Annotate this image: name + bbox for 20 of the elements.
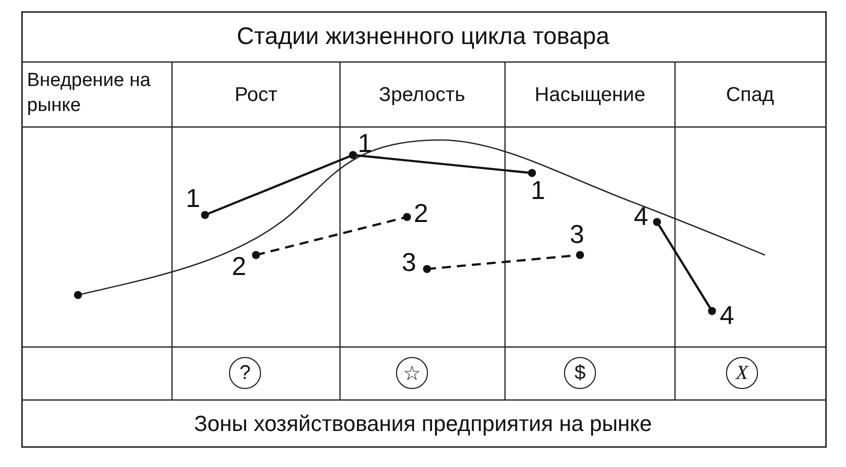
stage-header: Насыщение xyxy=(534,83,646,107)
stage-header: Спад xyxy=(726,83,774,107)
point-number: 1 xyxy=(356,130,374,156)
stage-header: Зрелость xyxy=(378,83,466,107)
point-number: 1 xyxy=(530,177,546,203)
symbol-circle: X xyxy=(726,357,758,389)
table-title: Стадии жизненного цикла товара xyxy=(236,23,610,51)
point-number: 2 xyxy=(230,253,248,279)
point-number: 3 xyxy=(568,221,586,247)
stage-header: Внедрение на рынке xyxy=(27,69,152,118)
zones-caption: Зоны хозяйствования предприятия на рынке xyxy=(194,411,652,437)
stage-header: Рост xyxy=(234,83,278,107)
symbol-circle: $ xyxy=(564,357,596,389)
point-number: 4 xyxy=(718,302,736,328)
point-number: 1 xyxy=(184,185,202,211)
symbol-circle: ☆ xyxy=(396,357,428,389)
symbol-circle: ? xyxy=(229,357,261,389)
point-number: 4 xyxy=(632,203,650,229)
point-number: 2 xyxy=(412,200,430,226)
point-number: 3 xyxy=(400,249,418,275)
